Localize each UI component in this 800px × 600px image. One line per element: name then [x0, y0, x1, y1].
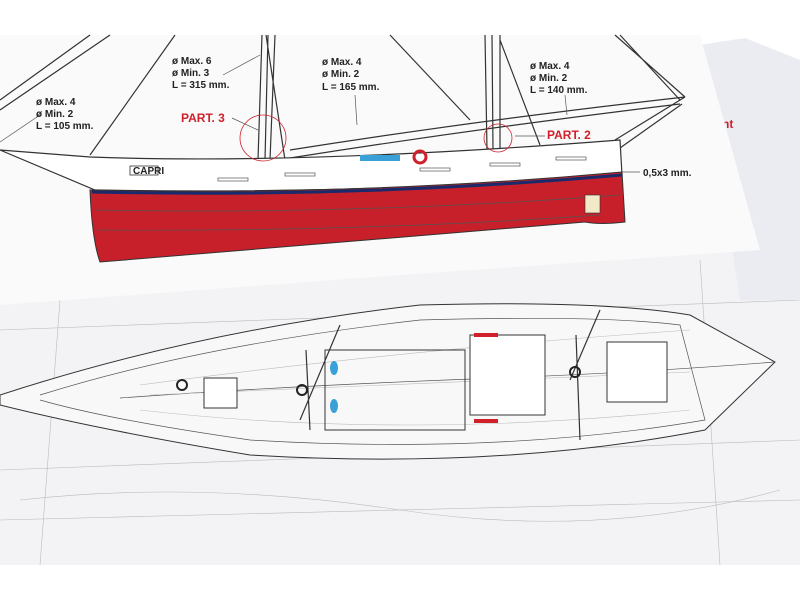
svg-text:ø Max. 4: ø Max. 4: [322, 57, 362, 68]
svg-text:ø Min. 2: ø Min. 2: [530, 73, 568, 84]
part3-label: PART. 3: [181, 111, 225, 125]
rigging: [0, 34, 686, 173]
annotation-mainmast: ø Max. 6 ø Min. 3 L = 315 mm.: [172, 56, 230, 91]
svg-text:L = 105 mm.: L = 105 mm.: [36, 121, 94, 132]
part2-circle: [483, 123, 513, 153]
annotation-boom: ø Max. 4 ø Min. 2 L = 165 mm.: [322, 57, 380, 93]
side-sheet: [700, 38, 800, 300]
part2-label: PART. 2: [547, 128, 591, 142]
svg-text:ø Max. 4: ø Max. 4: [530, 61, 570, 72]
annotation-foreboom: ø Max. 4 ø Min. 2 L = 140 mm.: [530, 61, 588, 96]
svg-text:ø Max. 4: ø Max. 4: [36, 97, 76, 108]
boat-name: CAPRI: [133, 166, 164, 177]
annotation-bowsprit: ø Max. 4 ø Min. 2 L = 105 mm.: [36, 97, 94, 132]
part3-circle: [239, 114, 287, 162]
svg-text:L = 140 mm.: L = 140 mm.: [530, 85, 588, 96]
svg-text:ø Min. 2: ø Min. 2: [36, 109, 74, 120]
ship-profile: [0, 114, 626, 263]
svg-text:ø Min. 2: ø Min. 2: [322, 69, 360, 80]
svg-text:L = 315 mm.: L = 315 mm.: [172, 80, 230, 91]
svg-text:ø Max. 6: ø Max. 6: [172, 56, 212, 67]
stripe-note: 0,5x3 mm.: [643, 168, 692, 179]
svg-text:ø Min. 3: ø Min. 3: [172, 68, 210, 79]
deck-plan: [0, 303, 776, 460]
svg-text:L = 165 mm.: L = 165 mm.: [322, 82, 380, 93]
side-sheet-text: nt: [722, 117, 733, 131]
